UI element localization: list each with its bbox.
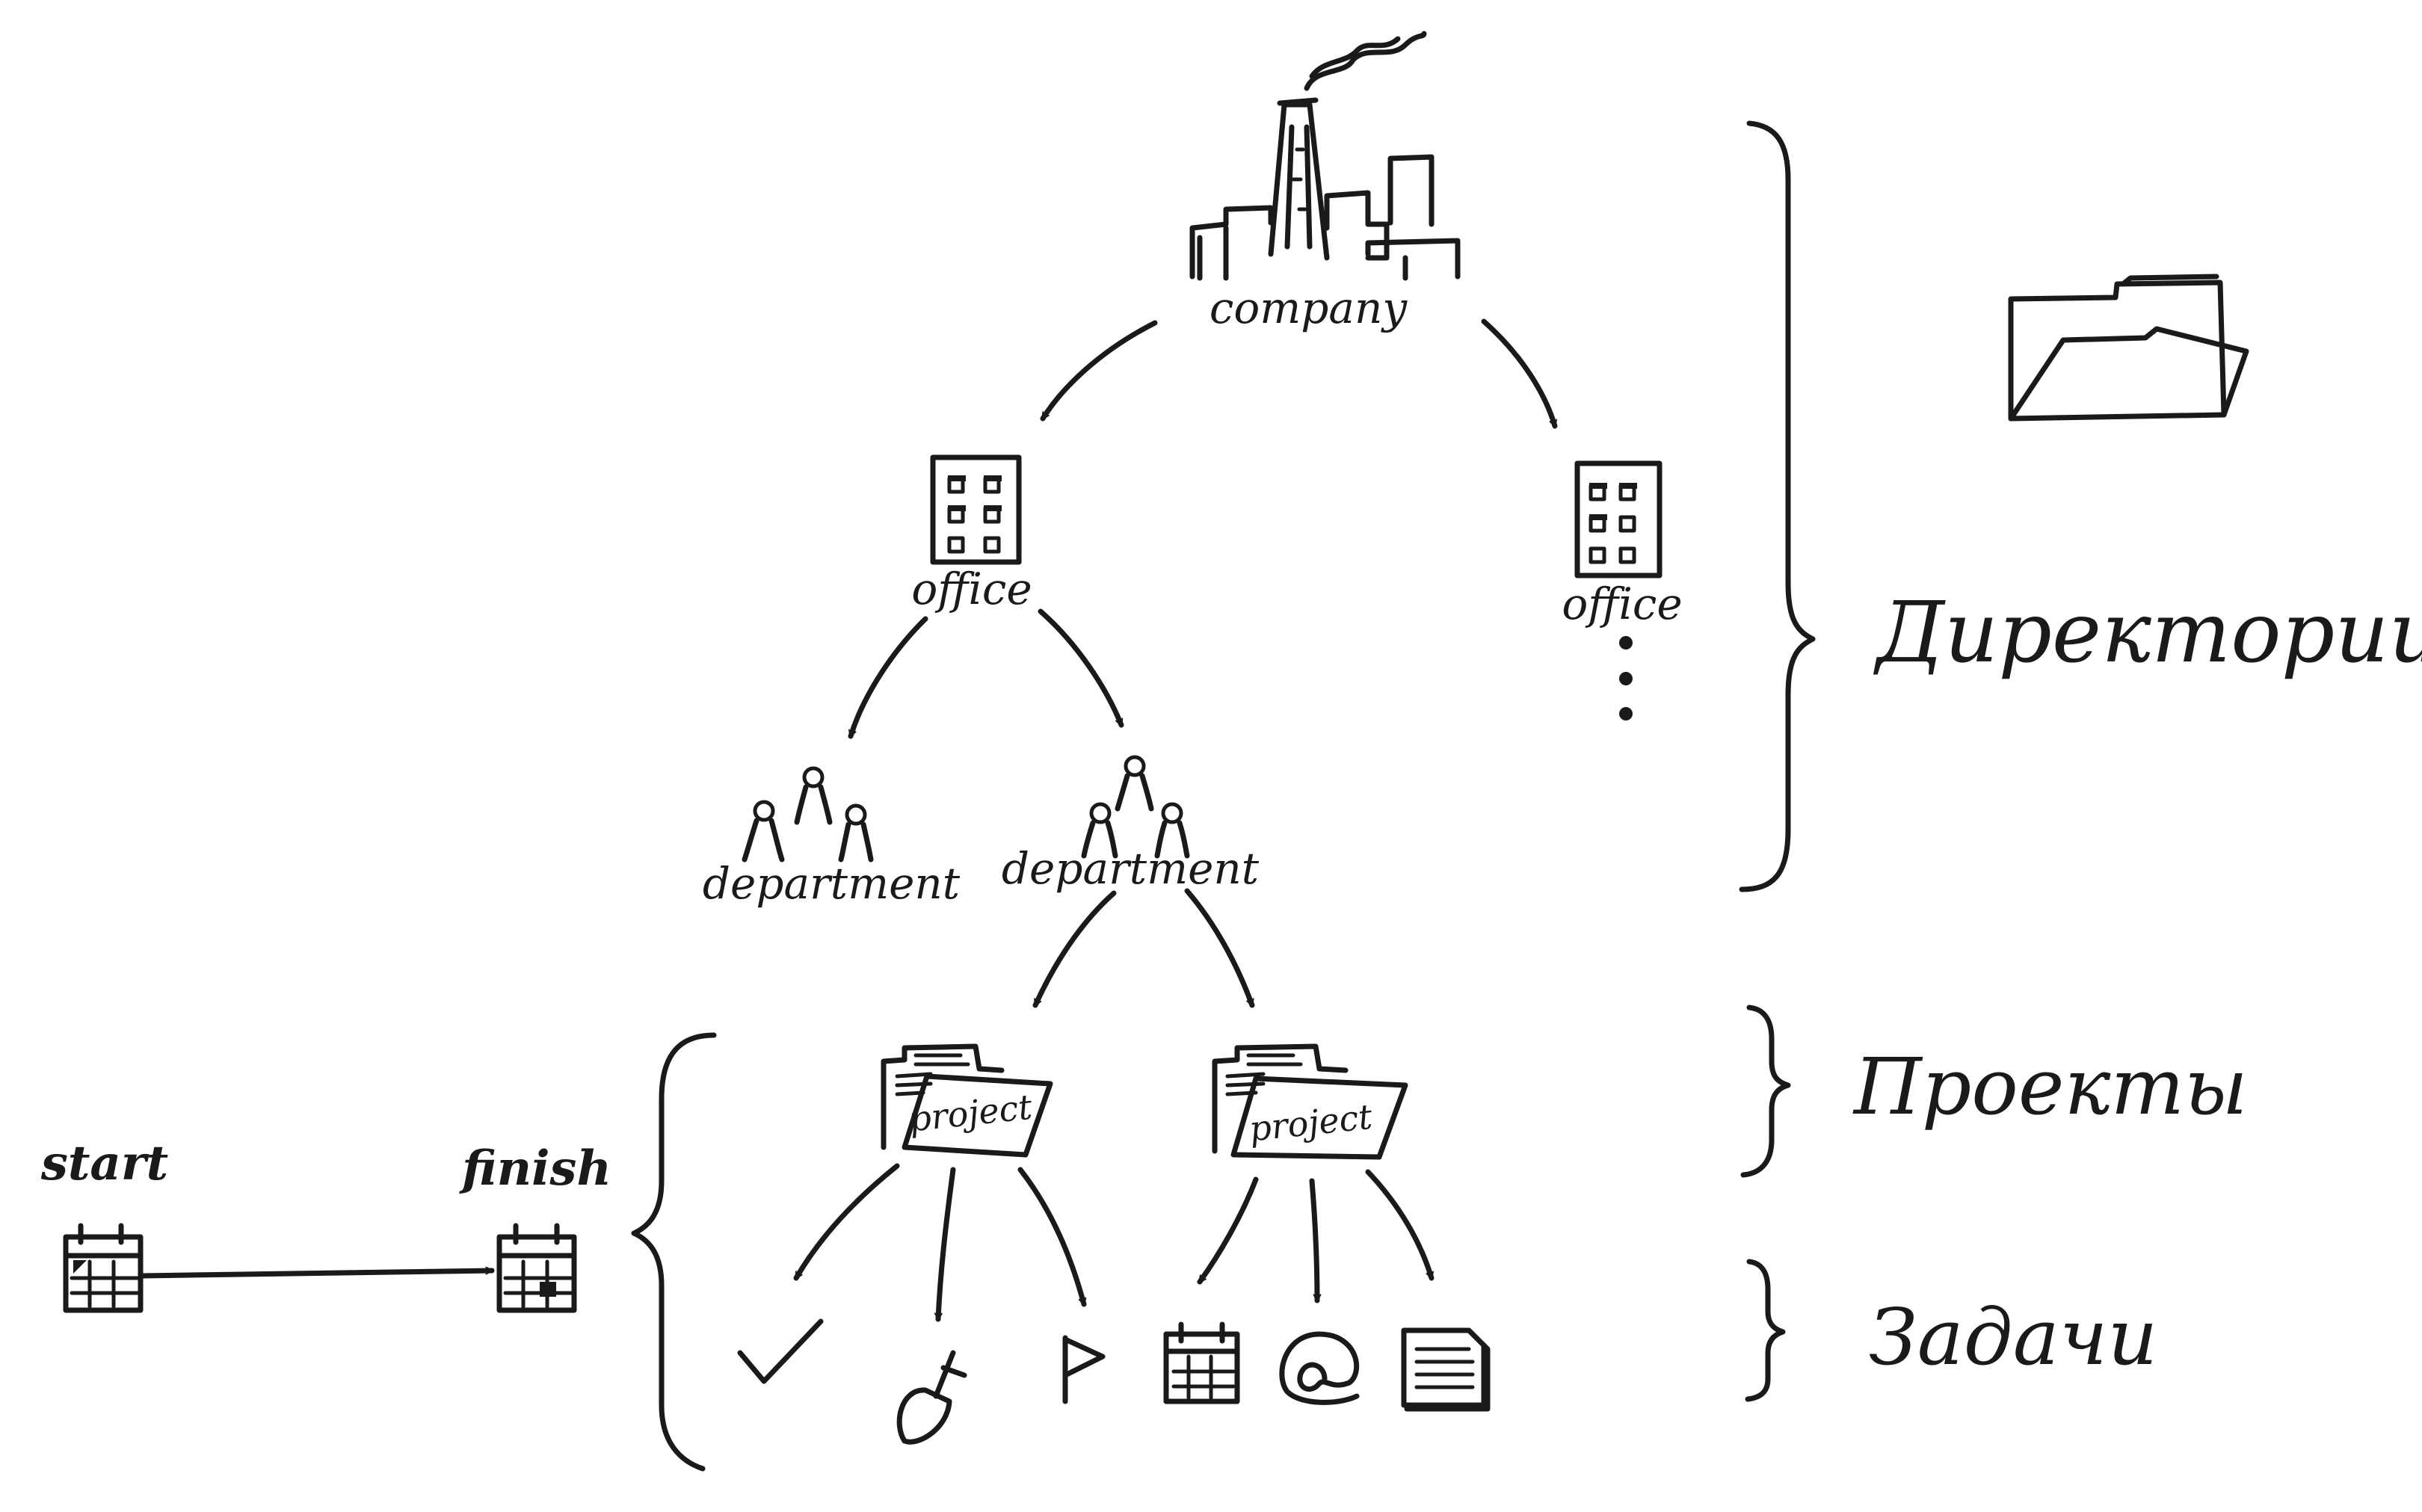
arrow-project-task-document	[1365, 1169, 1435, 1281]
start-label: start	[40, 1135, 168, 1191]
calendar-icon	[1163, 1321, 1240, 1404]
company-label: company	[1210, 283, 1408, 333]
arrow-department-project-left	[1032, 890, 1117, 1008]
brace-directories	[1739, 120, 1816, 892]
arrow-company-office-left	[1040, 320, 1158, 422]
office-building-icon	[1574, 460, 1663, 578]
document-icon	[1401, 1327, 1491, 1412]
level-projects-label: Проекты	[1852, 1041, 2248, 1132]
checkmark-icon	[737, 1318, 824, 1384]
arrow-start-finish	[139, 1266, 495, 1279]
level-tasks-label: Задачи	[1869, 1292, 2157, 1383]
at-sign-icon	[1279, 1331, 1360, 1405]
calendar-finish-icon	[496, 1223, 577, 1313]
ellipsis-dots	[1619, 636, 1633, 720]
brace-tasks	[1745, 1259, 1786, 1402]
brace-left	[631, 1032, 717, 1472]
arrow-company-office-right	[1481, 318, 1558, 429]
arrow-project-task-at	[1309, 1178, 1322, 1303]
arrow-project-task-flag	[1017, 1167, 1087, 1307]
people-group-icon	[742, 766, 874, 863]
finish-label: finish	[459, 1141, 611, 1197]
project-left-label: project	[908, 1087, 1035, 1140]
office-building-icon	[930, 454, 1022, 565]
flag-icon	[1062, 1335, 1106, 1404]
department-mid-label: department	[1002, 843, 1260, 894]
department-left-label: department	[703, 858, 961, 909]
arrow-project-task-calendar	[1197, 1176, 1259, 1285]
folder-icon	[2008, 274, 2249, 422]
factory-icon	[1189, 31, 1461, 281]
level-directories-label: Директории	[1873, 584, 2422, 682]
calendar-start-icon	[63, 1223, 144, 1313]
arrow-project-task-shovel	[934, 1167, 956, 1322]
arrow-office-department-mid	[1038, 608, 1124, 728]
people-group-icon	[1081, 755, 1190, 859]
project-right-label: project	[1248, 1096, 1375, 1150]
office-right-label: office	[1562, 578, 1682, 629]
arrow-project-task-check	[793, 1163, 900, 1281]
project-folder-icon	[1212, 1043, 1408, 1160]
shovel-icon	[896, 1350, 967, 1445]
arrow-department-project-right	[1184, 888, 1255, 1008]
arrow-office-department-left	[848, 616, 928, 739]
project-folder-icon	[881, 1043, 1053, 1158]
brace-projects	[1740, 1005, 1791, 1178]
office-left-label: office	[911, 564, 1032, 614]
